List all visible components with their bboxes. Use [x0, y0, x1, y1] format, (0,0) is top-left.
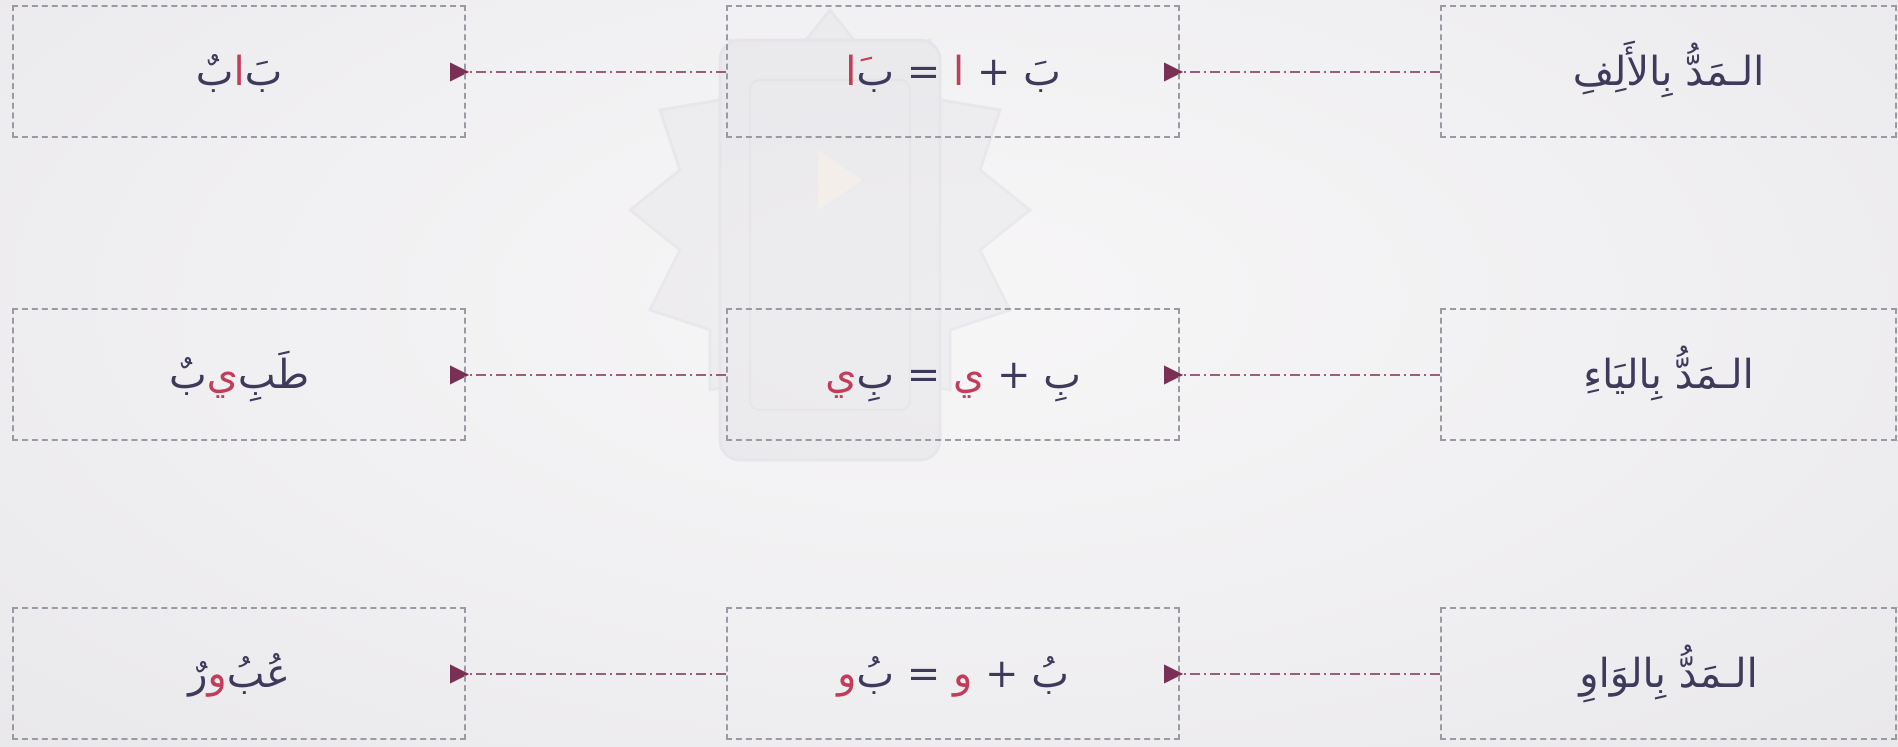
example-part: بٌ: [169, 352, 207, 398]
label-box-yaa: الـمَدُّ بِاليَاءِ: [1440, 308, 1897, 441]
equation-equals: =: [894, 49, 953, 95]
equation-equals: =: [894, 651, 953, 697]
label-text: الـمَدُّ بِالأَلِفِ: [1573, 49, 1765, 95]
equation-result-vowel: و: [837, 651, 856, 697]
example-part-highlight: ا: [233, 49, 244, 95]
equation-box-waw: بُ + و = بُو: [726, 607, 1180, 740]
equation-letter: بِ: [1043, 352, 1081, 398]
equation-result-vowel: ي: [825, 352, 856, 398]
label-box-waw: الـمَدُّ بِالوَاوِ: [1440, 607, 1897, 740]
example-part: بَ: [245, 49, 283, 95]
equation-letter: بُ: [1031, 651, 1069, 697]
equation-result-base: بِ: [856, 352, 894, 398]
label-text: الـمَدُّ بِالوَاوِ: [1579, 651, 1757, 697]
equation-letter: بَ: [1023, 49, 1061, 95]
equation-vowel: ي: [953, 352, 984, 398]
equation-box-yaa: بِ + ي = بِي: [726, 308, 1180, 441]
equation-box-alef: بَ + ا = بَا: [726, 5, 1180, 138]
equation-equals: =: [894, 352, 953, 398]
label-text: الـمَدُّ بِاليَاءِ: [1583, 352, 1753, 398]
example-part-highlight: و: [207, 651, 226, 697]
example-part: رٌ: [188, 651, 207, 697]
equation-vowel: ا: [953, 49, 964, 95]
example-part: عُبُ: [227, 651, 290, 697]
example-part: طَبِ: [238, 352, 309, 398]
equation-plus: +: [964, 49, 1023, 95]
example-part: بٌ: [196, 49, 234, 95]
equation-result-base: ب: [856, 49, 894, 95]
equation-plus: +: [972, 651, 1031, 697]
equation-vowel: و: [953, 651, 972, 697]
equation-plus: +: [984, 352, 1043, 398]
equation-result-vowel: َا: [845, 49, 856, 95]
equation-result-base: بُ: [856, 651, 894, 697]
example-part-highlight: ي: [207, 352, 238, 398]
label-box-alef: الـمَدُّ بِالأَلِفِ: [1440, 5, 1897, 138]
